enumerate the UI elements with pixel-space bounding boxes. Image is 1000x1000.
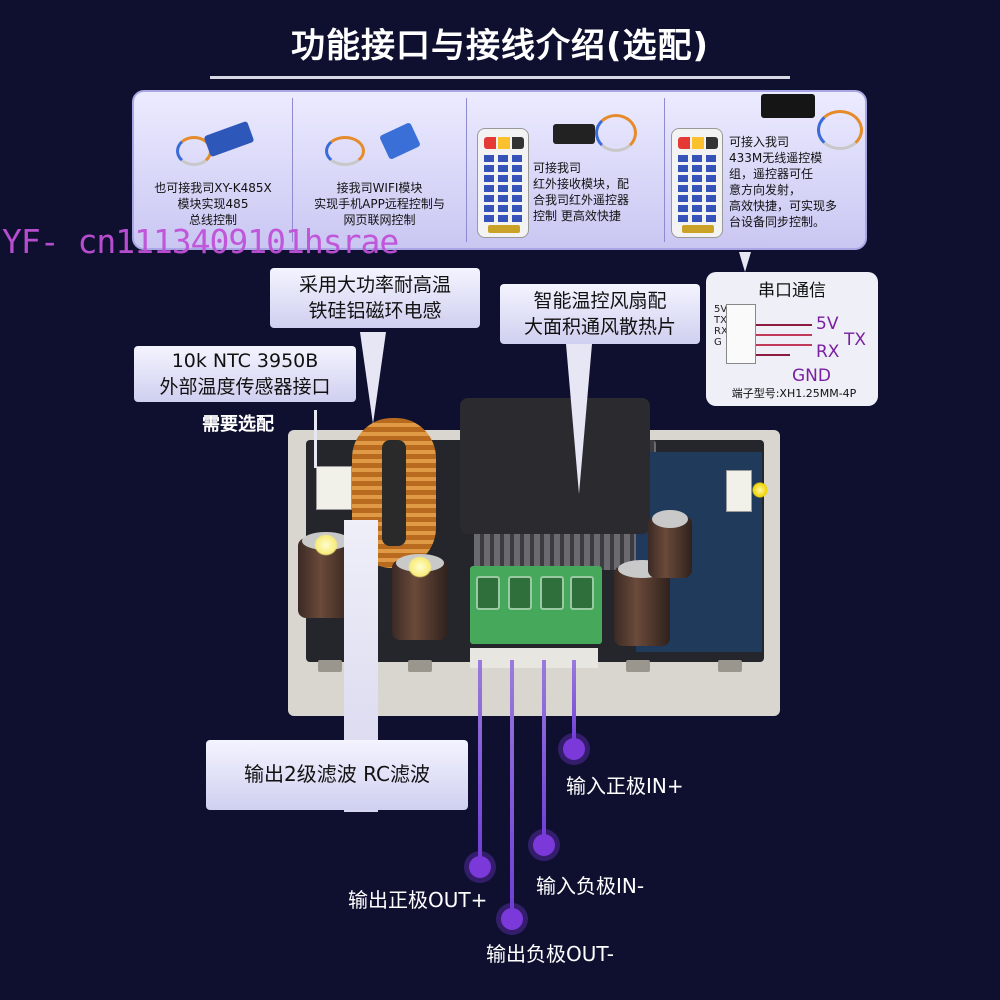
connector-model-text: 端子型号:XH1.25MM-4P [731, 387, 857, 400]
in-plus-leader [572, 660, 576, 744]
module-infrared-text: 可接我司 红外接收模块，配 合我司红外遥控器 控制 更高效快捷 [533, 161, 630, 223]
terminal-label-strip [470, 648, 598, 668]
in-minus-leader [542, 660, 546, 836]
serial-title: 串口通信 [758, 281, 826, 301]
module-divider [664, 98, 665, 242]
module-rs485: 也可接我司XY-K485X 模块实现485 总线控制 [134, 92, 292, 248]
vent-slot [718, 660, 742, 672]
out-minus-endpoint [501, 908, 523, 930]
filter-callout: 输出2级滤波 RC滤波 [206, 740, 468, 810]
out-plus-leader [478, 660, 482, 858]
optional-modules-panel: 也可接我司XY-K485X 模块实现485 总线控制 接我司WIFI模块 实现手… [132, 90, 867, 250]
wire-gnd [756, 354, 790, 356]
inductor-callout: 采用大功率耐高温 铁硅铝磁环电感 [270, 268, 480, 328]
serial-communication-panel: 串口通信 5V TX RX G 5V TX RX GND 端子型号:XH1.25… [706, 272, 878, 406]
terminal-screw [540, 576, 564, 610]
ntc-spec-text: 10k NTC 3950B [171, 350, 319, 372]
inductor-pointer [360, 332, 386, 424]
module-infrared: 可接我司 红外接收模块，配 合我司红外遥控器 控制 更高效快捷 [467, 92, 664, 248]
module-divider [292, 98, 293, 242]
serial-pointer [739, 252, 751, 272]
fan-callout: 智能温控风扇配 大面积通风散热片 [500, 284, 700, 344]
capacitor [392, 554, 448, 640]
watermark-text: YF- cn1113409101hsrae [2, 222, 399, 261]
ir-receiver-image [553, 124, 595, 144]
cooling-fan-image [460, 398, 650, 534]
wire-rx [756, 344, 812, 346]
page-title: 功能接口与接线介绍(选配) [290, 26, 710, 66]
module-wifi: 接我司WIFI模块 实现手机APP远程控制与 网页联网控制 [293, 92, 466, 248]
marker-dot [752, 482, 768, 498]
vent-slot [626, 660, 650, 672]
wireless-module-image [761, 94, 815, 118]
cable-image [817, 110, 863, 150]
module-wifi-text: 接我司WIFI模块 实现手机APP远程控制与 网页联网控制 [314, 181, 445, 227]
terminal-screw [476, 576, 500, 610]
out-minus-leader [510, 660, 514, 908]
out-plus-endpoint [469, 856, 491, 878]
wire-tx [756, 334, 812, 336]
capacitor [614, 560, 670, 646]
module-433m-text: 可接入我司 433M无线遥控模 组，遥控器可任 意方向发射， 高效快捷，可实现多… [729, 135, 838, 229]
vent-slot [318, 660, 342, 672]
rs485-module-image [203, 120, 255, 158]
output-negative-label: 输出负极OUT- [486, 942, 614, 966]
cable-image [595, 114, 637, 152]
ntc-pointer [314, 410, 317, 468]
serial-connector-image [726, 304, 756, 364]
terminal-screw [570, 576, 594, 610]
in-plus-endpoint [563, 738, 585, 760]
signal-tx: TX [844, 330, 867, 350]
input-negative-label: 输入负极IN- [536, 874, 645, 898]
serial-port-connector [726, 470, 752, 512]
ntc-optional-note: 需要选配 [202, 414, 274, 435]
title-underline [210, 76, 790, 79]
module-rs485-text: 也可接我司XY-K485X 模块实现485 总线控制 [154, 181, 272, 227]
ntc-description-text: 外部温度传感器接口 [159, 376, 331, 398]
module-divider [466, 98, 467, 242]
signal-rx: RX [816, 342, 840, 362]
input-positive-label: 输入正极IN+ [566, 774, 684, 798]
wire-5v [756, 324, 812, 326]
signal-5v: 5V [816, 314, 839, 334]
terminal-block [470, 566, 602, 644]
signal-gnd: GND [792, 366, 831, 386]
capacitor [648, 510, 692, 578]
fan-pointer [566, 344, 592, 494]
wifi-module-image [379, 122, 421, 160]
ntc-connector [316, 466, 352, 510]
terminal-screw [508, 576, 532, 610]
module-433m: 可接入我司 433M无线遥控模 组，遥控器可任 意方向发射， 高效快捷，可实现多… [665, 92, 869, 248]
ntc-callout: 10k NTC 3950B 外部温度传感器接口 [134, 346, 356, 402]
serial-pin-labels: 5V TX RX G [714, 304, 728, 348]
remote-control-image [671, 128, 723, 238]
remote-control-image [477, 128, 529, 238]
vent-slot [408, 660, 432, 672]
cable-image [325, 136, 365, 166]
in-minus-endpoint [533, 834, 555, 856]
output-positive-label: 输出正极OUT+ [348, 888, 488, 912]
